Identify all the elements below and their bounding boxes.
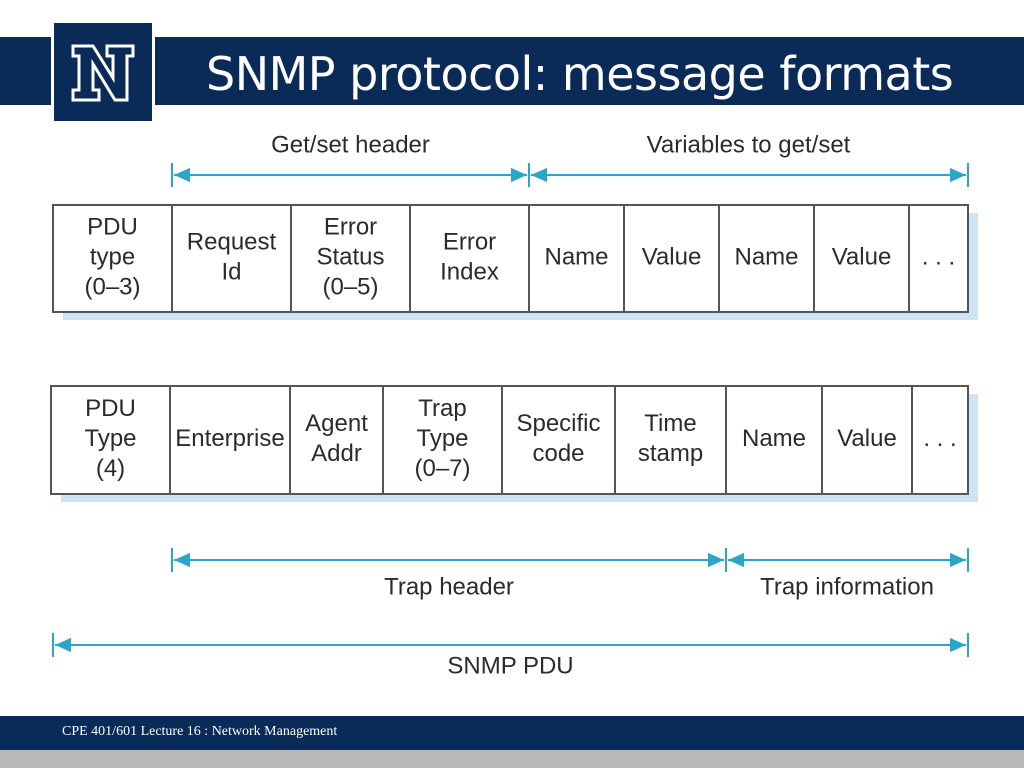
getset-pdu-field-6: Value	[642, 244, 702, 271]
getset-pdu-field-7: Name	[734, 244, 798, 271]
get-set-header-label: Get/set header	[271, 131, 430, 158]
snmp-pdu-label: SNMP PDU	[447, 652, 573, 679]
getset-pdu-field-8: Value	[832, 244, 892, 271]
getset-pdu-field-9: . . .	[922, 244, 955, 271]
title-bar	[0, 37, 1024, 105]
getset-pdu-frame	[52, 204, 969, 313]
trap-pdu-field-8: Value	[837, 425, 897, 452]
footer-text: CPE 401/601 Lecture 16 : Network Managem…	[62, 724, 338, 739]
trap-pdu-field-2: Enterprise	[175, 425, 284, 452]
nevada-block-n-logo	[71, 44, 135, 102]
variables-to-get-set-label: Variables to get/set	[647, 131, 851, 158]
university-logo	[51, 20, 155, 124]
trap-pdu-field-9: . . .	[923, 425, 956, 452]
trap-information-label: Trap information	[760, 573, 934, 600]
trap-pdu-field-7: Name	[742, 425, 806, 452]
getset-pdu-field-5: Name	[544, 244, 608, 271]
trap-header-label: Trap header	[384, 573, 514, 600]
trap-pdu-frame	[50, 385, 969, 495]
footer-strip	[0, 750, 1024, 768]
slide-title: SNMP protocol: message formats	[206, 47, 954, 101]
footer-bar	[0, 716, 1024, 750]
